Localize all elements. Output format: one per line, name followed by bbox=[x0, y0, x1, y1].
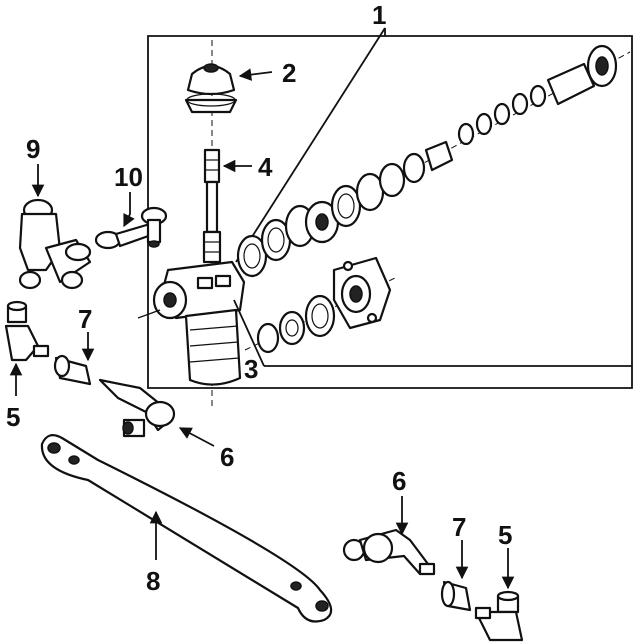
callout-3: 3 bbox=[244, 354, 258, 384]
part-6-tie-rod-right bbox=[342, 528, 436, 576]
part-8-center-link bbox=[40, 433, 333, 623]
leader-10 bbox=[123, 192, 135, 228]
part-1-gear-housing bbox=[137, 260, 246, 386]
part-3-sector-seals bbox=[256, 256, 392, 354]
part-10-pitman-arm bbox=[94, 206, 168, 250]
part-9-idler-arm bbox=[18, 198, 92, 290]
callout-2: 2 bbox=[282, 58, 296, 88]
part-2-adjuster-cap bbox=[184, 63, 238, 114]
callout-8: 8 bbox=[146, 566, 160, 596]
callout-7-right: 7 bbox=[452, 512, 466, 542]
callout-4: 4 bbox=[258, 152, 273, 182]
part-7-adjuster-sleeve-left bbox=[53, 354, 92, 386]
part-5-tie-rod-end-left bbox=[4, 300, 50, 362]
callout-6-right: 6 bbox=[392, 466, 406, 496]
callout-5-right: 5 bbox=[498, 520, 512, 550]
callout-6-left: 6 bbox=[220, 442, 234, 472]
callout-7-left: 7 bbox=[78, 304, 92, 334]
leader-6-left bbox=[178, 427, 215, 447]
leader-2 bbox=[238, 68, 273, 81]
valve-seal-train bbox=[236, 44, 618, 278]
assembly-frame bbox=[147, 35, 633, 389]
callout-1: 1 bbox=[372, 0, 386, 30]
part-7-adjuster-sleeve-right bbox=[440, 580, 472, 612]
leader-3 bbox=[233, 299, 265, 367]
part-5-tie-rod-end-right bbox=[474, 590, 524, 642]
part-4-input-shaft bbox=[202, 148, 222, 264]
callout-10: 10 bbox=[114, 162, 143, 192]
leader-1 bbox=[235, 27, 386, 263]
part-6-tie-rod-left bbox=[98, 378, 176, 438]
callout-9: 9 bbox=[26, 134, 40, 164]
callout-5-left: 5 bbox=[6, 402, 20, 432]
